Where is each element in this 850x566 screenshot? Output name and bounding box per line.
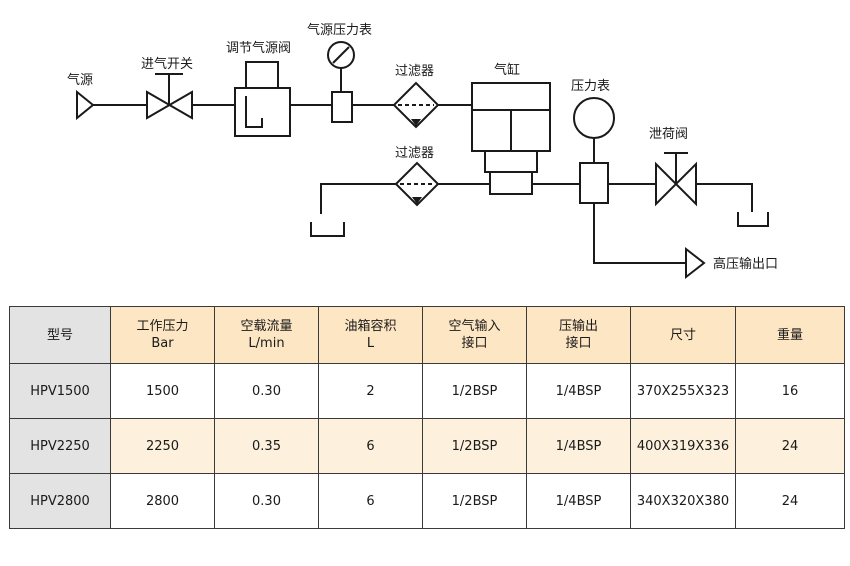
label-pressure-gauge: 压力表 (571, 79, 610, 94)
cell-pressure-outlet: 1/4BSP (526, 473, 631, 529)
cell-no-load-flow: 0.30 (214, 473, 319, 529)
cell-no-load-flow: 0.35 (214, 418, 319, 474)
label-filter-top: 过滤器 (395, 64, 434, 79)
cell-model: HPV1500 (9, 363, 111, 419)
cell-model: HPV2250 (9, 418, 111, 474)
label-source-gauge: 气源压力表 (307, 22, 372, 38)
pressure-gauge-symbol (573, 97, 615, 204)
cell-working-pressure: 2800 (110, 473, 215, 529)
header-weight: 重量 (735, 306, 845, 364)
table-row: HPV1500 1500 0.30 2 1/2BSP 1/4BSP 370X25… (9, 363, 845, 419)
filter-top-symbol (392, 81, 440, 129)
pneumatic-hydraulic-schematic: 气源 进气开关 调节气源阀 气源压力表 过滤器 气缸 (67, 22, 778, 280)
header-model: 型号 (9, 306, 111, 364)
cell-weight: 24 (735, 473, 845, 529)
air-source-symbol (76, 89, 95, 121)
cell-dimensions: 400X319X336 (630, 418, 736, 474)
label-filter-bottom: 过滤器 (395, 146, 434, 161)
cell-weight: 16 (735, 363, 845, 419)
cell-weight: 24 (735, 418, 845, 474)
cell-tank-volume: 6 (318, 418, 423, 474)
hp-outlet-symbol (685, 246, 706, 280)
spec-table: 型号 工作压力 Bar 空载流量 L/min 油箱容积 L 空气输入 接口 压输… (9, 306, 845, 529)
cell-working-pressure: 2250 (110, 418, 215, 474)
label-regulator-valve: 调节气源阀 (226, 40, 291, 56)
cell-dimensions: 340X320X380 (630, 473, 736, 529)
source-gauge-symbol (327, 41, 355, 123)
header-air-inlet: 空气输入 接口 (422, 306, 527, 364)
table-header-row: 型号 工作压力 Bar 空载流量 L/min 油箱容积 L 空气输入 接口 压输… (9, 306, 845, 364)
cell-tank-volume: 2 (318, 363, 423, 419)
label-air-source: 气源 (67, 72, 93, 88)
relief-valve-symbol (655, 152, 697, 207)
cell-air-inlet: 1/2BSP (422, 418, 527, 474)
header-dimensions: 尺寸 (630, 306, 736, 364)
label-hp-outlet: 高压输出口 (713, 256, 778, 272)
header-tank-volume: 油箱容积 L (318, 306, 423, 364)
table-row: HPV2800 2800 0.30 6 1/2BSP 1/4BSP 340X32… (9, 473, 845, 529)
cell-no-load-flow: 0.30 (214, 363, 319, 419)
label-relief-valve: 泄荷阀 (649, 127, 688, 142)
header-pressure-outlet: 压输出 接口 (526, 306, 631, 364)
label-inlet-switch: 进气开关 (141, 56, 193, 72)
inlet-switch-valve-symbol (146, 73, 193, 120)
cell-dimensions: 370X255X323 (630, 363, 736, 419)
filter-bottom-symbol (394, 161, 440, 207)
header-no-load-flow: 空载流量 L/min (214, 306, 319, 364)
cell-working-pressure: 1500 (110, 363, 215, 419)
cell-pressure-outlet: 1/4BSP (526, 418, 631, 474)
cylinder-symbol (471, 82, 551, 195)
cell-air-inlet: 1/2BSP (422, 363, 527, 419)
regulator-valve-symbol (234, 61, 291, 137)
cell-tank-volume: 6 (318, 473, 423, 529)
label-cylinder: 气缸 (494, 62, 520, 78)
cell-pressure-outlet: 1/4BSP (526, 363, 631, 419)
cell-air-inlet: 1/2BSP (422, 473, 527, 529)
header-working-pressure: 工作压力 Bar (110, 306, 215, 364)
table-row: HPV2250 2250 0.35 6 1/2BSP 1/4BSP 400X31… (9, 418, 845, 474)
cell-model: HPV2800 (9, 473, 111, 529)
